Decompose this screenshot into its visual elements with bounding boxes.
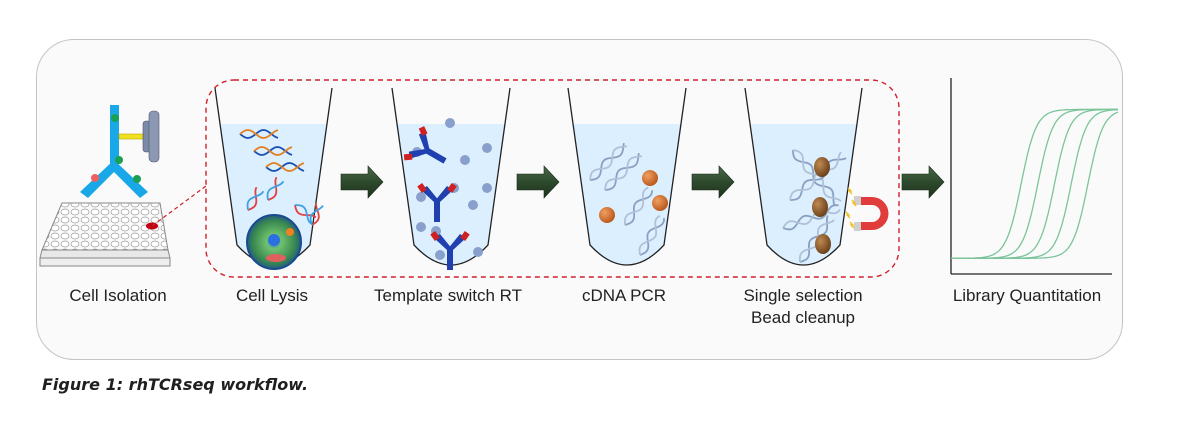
spark-icon: [851, 199, 857, 207]
bead-particle-icon: [482, 183, 492, 193]
amplification-curve-curve-1: [951, 108, 1118, 259]
bead-particle-icon: [473, 247, 483, 257]
dashed-selection-box: [205, 79, 900, 278]
spark-icon: [845, 211, 851, 219]
bead-particle-icon: [416, 192, 426, 202]
cell-lysis-tube: [214, 87, 333, 270]
bead-particle-icon: [468, 200, 478, 210]
rna-strand-icon: [253, 146, 293, 156]
dna-helix-icon: [638, 214, 665, 256]
liquid-fill: [573, 124, 681, 265]
arrow-right-icon: [340, 165, 384, 199]
well-plate-icon: [39, 185, 207, 267]
antibody-icon: [417, 183, 457, 222]
bead-cleanup-tube: [744, 87, 889, 266]
bead-particle-icon: [460, 155, 470, 165]
liquid-fill: [220, 124, 327, 265]
bead-particle-icon: [482, 143, 492, 153]
step-label-library-quantitation: Library Quantitation: [952, 286, 1102, 305]
step-label-single-selection: Single selection: [743, 286, 863, 305]
amplification-curve-curve-5: [951, 111, 1119, 259]
arrow-right-icon: [901, 165, 945, 199]
arrow-right-icon: [691, 165, 735, 199]
dna-helix-icon: [782, 204, 841, 231]
antibody-sorter-icon: [80, 105, 160, 198]
spark-icon: [849, 221, 855, 229]
qpcr-chart: [950, 78, 1119, 275]
cell-icon: [246, 214, 302, 270]
polymerase-icon: [652, 195, 668, 211]
antibody-icon: [430, 231, 470, 270]
tube-outline: [567, 87, 687, 266]
polymerase-icon: [642, 170, 658, 186]
magnet-icon: [845, 187, 889, 231]
dna-helix-icon: [604, 152, 643, 191]
bead-particle-icon: [435, 250, 445, 260]
step-label-template-switch-rt: Template switch RT: [373, 286, 523, 305]
polymerase-icon: [599, 207, 615, 223]
dna-helix-icon: [266, 176, 285, 201]
liquid-fill: [750, 124, 857, 265]
arrow-right-icon: [516, 165, 560, 199]
bead-particle-icon: [416, 222, 426, 232]
magnetic-bead-icon: [815, 234, 831, 254]
template-switch-tube: [391, 87, 511, 270]
tube-outline: [744, 87, 863, 266]
dna-helix-icon: [309, 203, 324, 226]
magnetic-bead-icon: [814, 157, 830, 177]
cdna-pcr-tube: [567, 87, 687, 266]
step-label-cell-lysis: Cell Lysis: [235, 286, 309, 305]
step-label-cdna-pcr: cDNA PCR: [581, 286, 667, 305]
magnetic-bead-icon: [812, 197, 828, 217]
step-label-bead-cleanup: Bead cleanup: [751, 308, 855, 327]
dna-helix-icon: [789, 151, 847, 201]
spark-icon: [847, 187, 853, 195]
step-label-cell-isolation: Cell Isolation: [69, 286, 167, 305]
rna-strand-icon: [239, 129, 279, 139]
figure-caption: Figure 1: rhTCRseq workflow.: [42, 375, 309, 394]
figure-frame: [36, 39, 1123, 360]
dna-helix-icon: [246, 186, 265, 211]
bead-particle-icon: [445, 118, 455, 128]
cell-isolation-illustration: [39, 105, 207, 267]
antibody-icon: [403, 126, 447, 164]
dna-helix-icon: [623, 186, 654, 226]
dna-helix-icon: [589, 142, 628, 181]
rna-strand-icon: [265, 162, 305, 172]
